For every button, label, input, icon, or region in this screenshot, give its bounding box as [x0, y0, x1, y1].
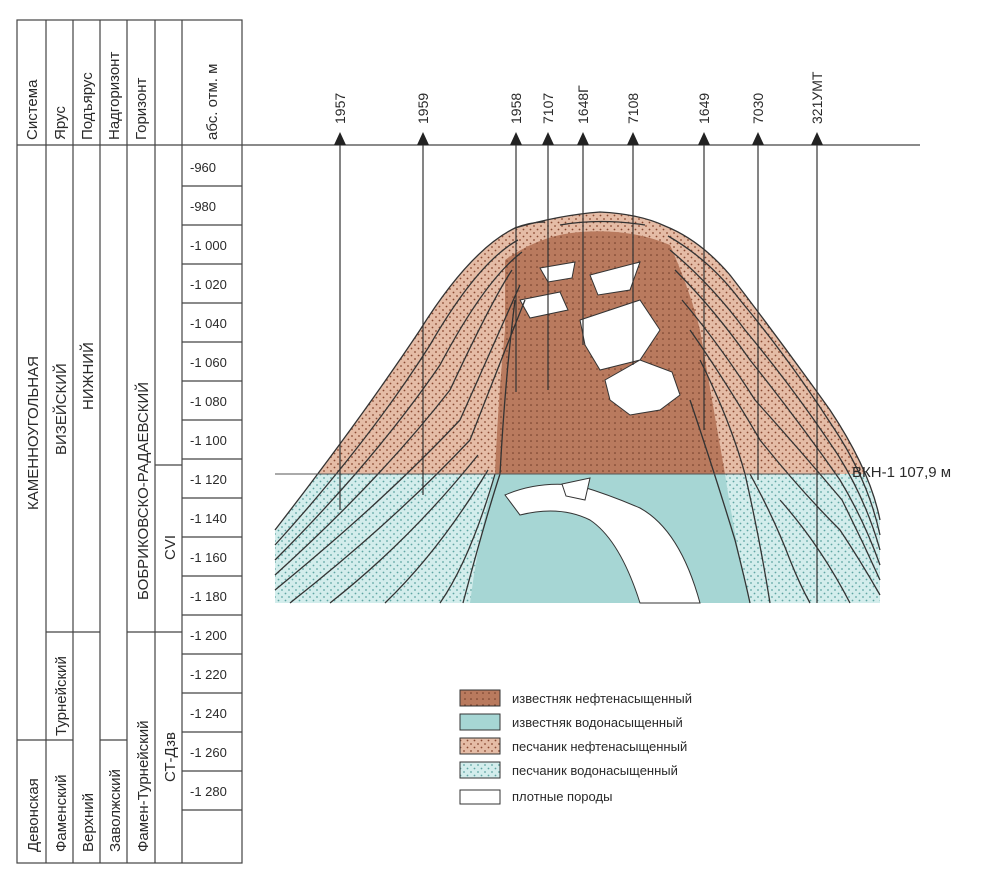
well-label: 1958	[508, 93, 524, 124]
owc-label: ВКН-1 107,9 м	[852, 464, 951, 481]
well-label: 7030	[750, 93, 766, 124]
stage-visean: ВИЗЕЙСКИЙ	[52, 363, 70, 455]
well-head-marker	[510, 132, 522, 145]
depth-label: -1 100	[190, 433, 227, 448]
legend-label: известняк водонасыщенный	[512, 715, 683, 730]
depth-label: -960	[190, 160, 216, 175]
header-substage: Подъярус	[79, 72, 96, 140]
legend-item: песчаник нефтенасыщенный	[460, 738, 687, 754]
stage-famennian: Фаменский	[53, 774, 70, 852]
header-system: Система	[24, 79, 41, 140]
legend-label: песчаник водонасыщенный	[512, 763, 678, 778]
horizon-famen-tournaisian: Фамен-Турнейский	[135, 721, 152, 853]
legend-label: известняк нефтенасыщенный	[512, 691, 692, 706]
legend: известняк нефтенасыщенный известняк водо…	[460, 690, 692, 804]
legend-item: плотные породы	[460, 789, 612, 804]
well-head-marker	[698, 132, 710, 145]
well-label: 1959	[415, 93, 431, 124]
depth-label: -1 260	[190, 745, 227, 760]
depth-label: -1 200	[190, 628, 227, 643]
system-carboniferous: КАМЕННОУГОЛЬНАЯ	[25, 356, 42, 510]
superhorizon-zavolzhsky: Заволжский	[107, 769, 124, 852]
well-label: 1648Г	[575, 85, 591, 124]
table-header: Система Ярус Подъярус Надгоризонт Горизо…	[24, 52, 221, 140]
depth-scale: -960 -980 -1 000 -1 020 -1 040 -1 060 -1…	[190, 160, 227, 799]
depth-label: -1 140	[190, 511, 227, 526]
well-label: 7108	[625, 93, 641, 124]
horizon-bobrikovsko-radaevsky: БОБРИКОВСКО-РАДАЕВСКИЙ	[134, 382, 152, 600]
depth-label: -1 060	[190, 355, 227, 370]
well-head-marker	[417, 132, 429, 145]
legend-label: плотные породы	[512, 789, 612, 804]
header-stage: Ярус	[52, 106, 69, 140]
layer-cvi: CVI	[162, 535, 179, 560]
legend-label: песчаник нефтенасыщенный	[512, 739, 687, 754]
well-label: 1957	[332, 93, 348, 124]
legend-item: песчаник водонасыщенный	[460, 762, 678, 778]
header-horizon: Горизонт	[133, 77, 150, 140]
substage-upper: Верхний	[80, 793, 97, 852]
well-head-marker	[577, 132, 589, 145]
header-superhorizon: Надгоризонт	[106, 52, 123, 140]
well-label: 321УМТ	[809, 71, 825, 124]
layer-st-dzv: СТ-Дзв	[162, 732, 179, 782]
depth-label: -1 160	[190, 550, 227, 565]
stage-tournaisian: Турнейский	[53, 656, 70, 736]
legend-swatch-water-sandstone	[460, 762, 500, 778]
depth-label: -1 240	[190, 706, 227, 721]
depth-label: -1 040	[190, 316, 227, 331]
substage-lower: НИЖНИЙ	[79, 342, 97, 410]
well-head-marker	[811, 132, 823, 145]
header-abs-elevation: абс. отм. м	[204, 64, 221, 140]
depth-label: -1 120	[190, 472, 227, 487]
depth-label: -980	[190, 199, 216, 214]
legend-swatch-dense-rock	[460, 790, 500, 804]
depth-label: -1 000	[190, 238, 227, 253]
strat-units: КАМЕННОУГОЛЬНАЯ Девонская ВИЗЕЙСКИЙ Турн…	[25, 342, 179, 852]
well-label: 1649	[696, 93, 712, 124]
depth-label: -1 220	[190, 667, 227, 682]
legend-swatch-water-limestone	[460, 714, 500, 730]
depth-label: -1 080	[190, 394, 227, 409]
cross-section: ВКН-1 107,9 м	[275, 212, 951, 603]
well-head-marker	[627, 132, 639, 145]
well-label: 7107	[540, 93, 556, 124]
depth-label: -1 280	[190, 784, 227, 799]
legend-swatch-oil-limestone	[460, 690, 500, 706]
legend-item: известняк водонасыщенный	[460, 714, 683, 730]
depth-label: -1 020	[190, 277, 227, 292]
well-head-marker	[542, 132, 554, 145]
well-head-marker	[752, 132, 764, 145]
well-head-marker	[334, 132, 346, 145]
legend-swatch-oil-sandstone	[460, 738, 500, 754]
system-devonian: Девонская	[25, 778, 42, 852]
depth-label: -1 180	[190, 589, 227, 604]
legend-item: известняк нефтенасыщенный	[460, 690, 692, 706]
